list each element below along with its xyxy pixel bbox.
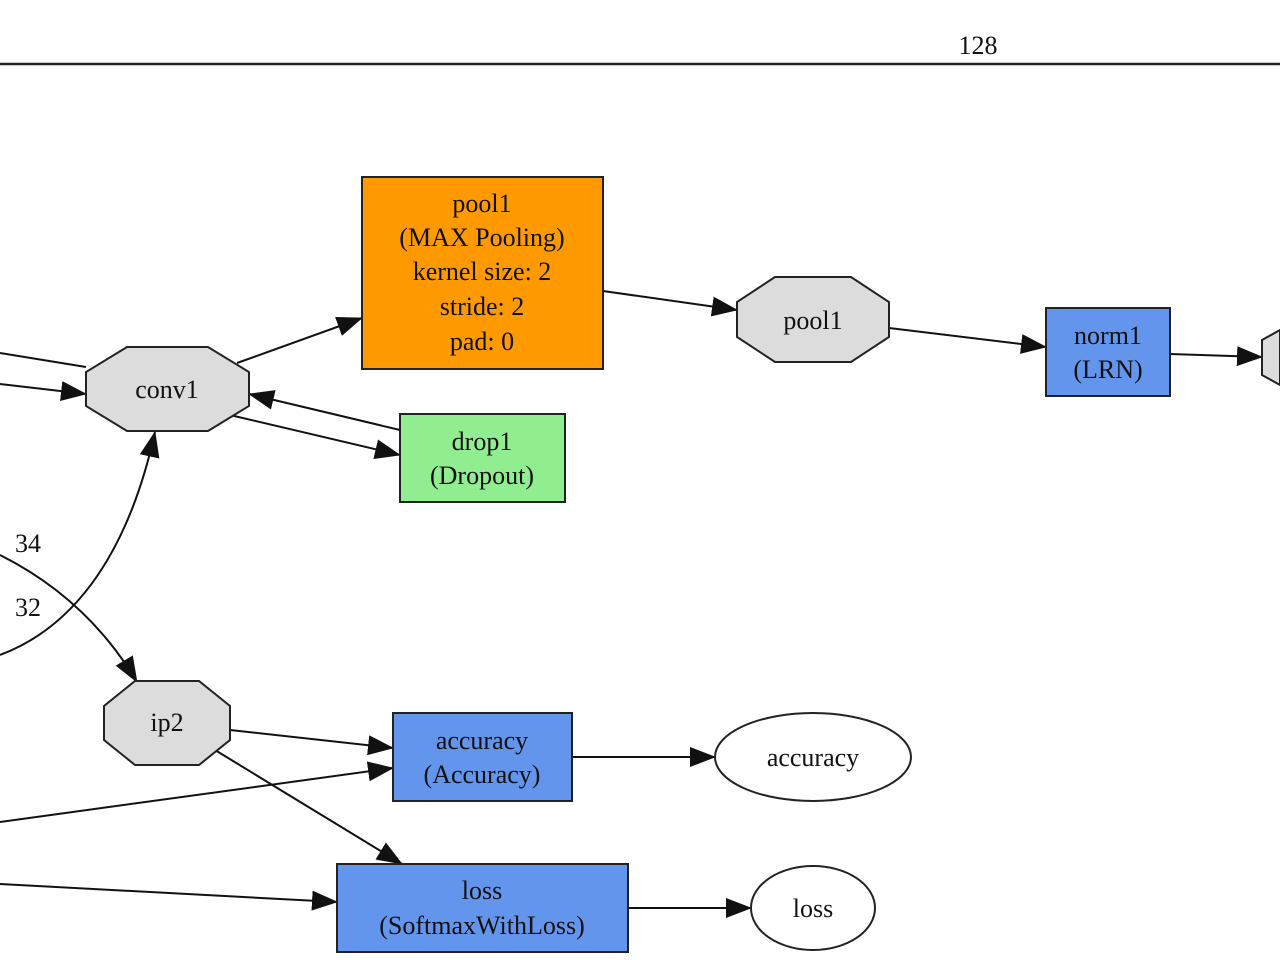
edge-conv1-to-pool1 (236, 317, 363, 364)
node-conv1-blob[interactable]: conv1 (85, 346, 250, 432)
edge-left-to-conv1 (0, 381, 87, 402)
edge-drop1-to-conv1 (248, 390, 401, 431)
node-loss-layer[interactable]: loss (SoftmaxWithLoss) (336, 863, 629, 953)
edge-ip2-to-loss (214, 749, 403, 865)
loss-type: (SoftmaxWithLoss) (379, 911, 585, 940)
edge-left-to-loss (0, 883, 338, 911)
norm1-name: norm1 (1074, 321, 1142, 350)
header-number: 128 (959, 31, 998, 60)
loss-name: loss (462, 876, 502, 905)
accuracy-output-label: accuracy (767, 743, 859, 772)
accuracy-type: (Accuracy) (424, 760, 541, 789)
pool1-name: pool1 (452, 189, 511, 218)
norm1-type: (LRN) (1073, 355, 1142, 384)
pool1-blob-label: pool1 (783, 306, 842, 335)
pool1-type: (MAX Pooling) (399, 223, 564, 252)
node-loss-output[interactable]: loss (750, 865, 876, 951)
edge-curve-to-conv1 (0, 431, 160, 656)
edge-left-to-accuracy (0, 761, 394, 823)
pool1-pad: pad: 0 (450, 327, 514, 356)
accuracy-name: accuracy (436, 726, 528, 755)
drop1-type: (Dropout) (430, 461, 534, 490)
edge-pool1-layer-to-blob (602, 290, 738, 317)
edges (0, 290, 1263, 918)
loss-output-label: loss (793, 894, 833, 923)
node-accuracy-output[interactable]: accuracy (714, 712, 912, 802)
edge-label-34: 34 (15, 529, 41, 558)
edge-label-32: 32 (15, 593, 41, 622)
node-ip2-blob[interactable]: ip2 (103, 680, 231, 766)
edge-ip2-to-accuracy (229, 729, 394, 756)
node-pool1-layer[interactable]: pool1 (MAX Pooling) kernel size: 2 strid… (361, 176, 604, 370)
edge-curve-to-ip2 (0, 554, 138, 683)
node-norm1-blob-partial[interactable] (1261, 328, 1280, 387)
node-drop1-layer[interactable]: drop1 (Dropout) (399, 413, 566, 503)
pool1-stride: stride: 2 (440, 292, 525, 321)
ip2-label: ip2 (150, 708, 183, 737)
node-pool1-blob[interactable]: pool1 (736, 276, 890, 363)
edge-pool1-to-norm1 (888, 327, 1047, 354)
edge-norm1-out (1169, 346, 1263, 367)
edge-conv1-left-out (0, 352, 87, 368)
edge-conv1-to-drop1 (229, 414, 401, 460)
pool1-kernel: kernel size: 2 (413, 257, 552, 286)
conv1-label: conv1 (135, 375, 199, 404)
node-norm1-layer[interactable]: norm1 (LRN) (1045, 307, 1171, 397)
node-accuracy-layer[interactable]: accuracy (Accuracy) (392, 712, 573, 802)
drop1-name: drop1 (452, 427, 513, 456)
